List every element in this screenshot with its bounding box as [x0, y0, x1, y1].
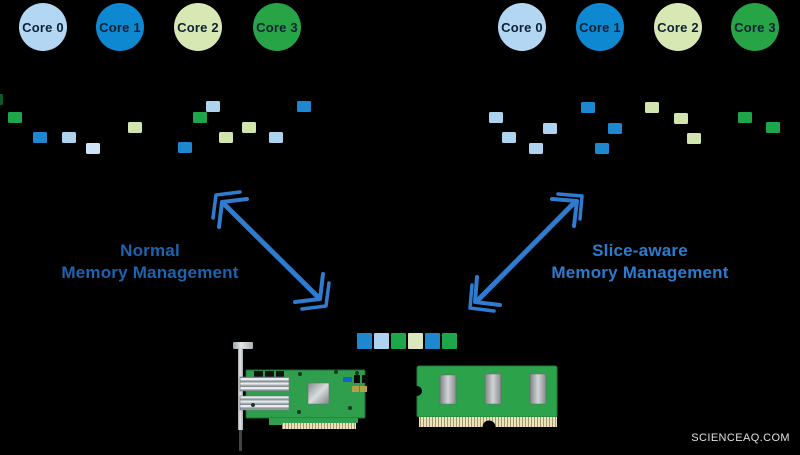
nic-bracket: [238, 348, 243, 430]
cache-slice-square: [425, 333, 440, 349]
memory-slice-square: [766, 122, 780, 133]
title-line: Normal: [120, 241, 180, 260]
memory-slice-square: [242, 122, 256, 133]
normal-memory-management-label: Normal Memory Management: [30, 240, 270, 284]
ram-edge-connector: [419, 417, 557, 427]
core-circle: Core 0: [498, 3, 546, 51]
memory-slice-square: [193, 112, 207, 123]
ram-side-notch: [412, 386, 422, 396]
nic-bracket-lower: [239, 430, 242, 451]
ram-chip: [529, 373, 547, 405]
memory-slice-square: [595, 143, 609, 154]
nic-connector-base: [282, 418, 358, 423]
title-line: Memory Management: [61, 263, 239, 282]
nic-illustration: [233, 342, 368, 451]
memory-slice-square: [269, 132, 283, 143]
nic-screw-hole: [348, 406, 352, 410]
memory-slice-square: [297, 101, 311, 112]
memory-slice-square: [219, 132, 233, 143]
memory-slice-square: [581, 102, 595, 113]
cache-slice-square: [442, 333, 457, 349]
nic-screw-hole: [251, 403, 255, 407]
memory-slice-square: [543, 123, 557, 134]
core-circle: Core 1: [576, 3, 624, 51]
core-circle: Core 3: [253, 3, 301, 51]
memory-slice-square: [62, 132, 76, 143]
core-circle: Core 2: [174, 3, 222, 51]
nic-qsfp-port: [239, 395, 290, 411]
nic-component: [362, 375, 368, 383]
nic-component: [276, 371, 284, 377]
nic-component: [354, 375, 360, 383]
memory-slice-square: [178, 142, 192, 153]
nic-screw-hole: [334, 370, 338, 374]
memory-slice-square: [529, 143, 543, 154]
core-circle: Core 0: [19, 3, 67, 51]
nic-asic-heatsink: [307, 382, 330, 405]
title-line: Memory Management: [551, 263, 729, 282]
memory-slice-square: [738, 112, 752, 123]
core-circle: Core 2: [654, 3, 702, 51]
ram-pcb: [416, 365, 558, 418]
memory-slice-square: [645, 102, 659, 113]
memory-slice-square: [0, 94, 3, 105]
ram-chip: [484, 373, 502, 405]
watermark: SCIENCEAQ.COM: [691, 432, 790, 444]
cache-slice-square: [374, 333, 389, 349]
cache-slice-square: [357, 333, 372, 349]
memory-slice-square: [8, 112, 22, 123]
title-line: Slice-aware: [592, 241, 688, 260]
nic-screw-hole: [298, 372, 302, 376]
slice-aware-memory-management-label: Slice-aware Memory Management: [520, 240, 760, 284]
ram-illustration: [412, 365, 558, 434]
nic-screw-hole: [355, 371, 359, 375]
nic-bracket-tab: [233, 342, 253, 349]
memory-slice-square: [687, 133, 701, 144]
nic-component: [343, 377, 352, 382]
cache-slice-square: [408, 333, 423, 349]
memory-slice-square: [86, 143, 100, 154]
nic-pcb: [245, 369, 366, 419]
ram-key-notch: [482, 420, 496, 434]
nic-qsfp-port: [239, 376, 290, 392]
memory-slice-square: [674, 113, 688, 124]
nic-component: [265, 371, 274, 377]
memory-slice-square: [608, 123, 622, 134]
nic-edge-connector: [282, 423, 356, 429]
nic-pcb-tab: [269, 418, 282, 425]
cache-slice-square: [391, 333, 406, 349]
memory-slice-square: [33, 132, 47, 143]
core-circle: Core 3: [731, 3, 779, 51]
core-circle: Core 1: [96, 3, 144, 51]
memory-slice-square: [206, 101, 220, 112]
ram-chip: [439, 374, 457, 405]
nic-screw-hole: [297, 410, 301, 414]
memory-slice-square: [502, 132, 516, 143]
memory-slice-square: [128, 122, 142, 133]
nic-component: [360, 386, 367, 392]
nic-component: [352, 386, 359, 392]
nic-component: [254, 371, 263, 377]
memory-slice-square: [489, 112, 503, 123]
